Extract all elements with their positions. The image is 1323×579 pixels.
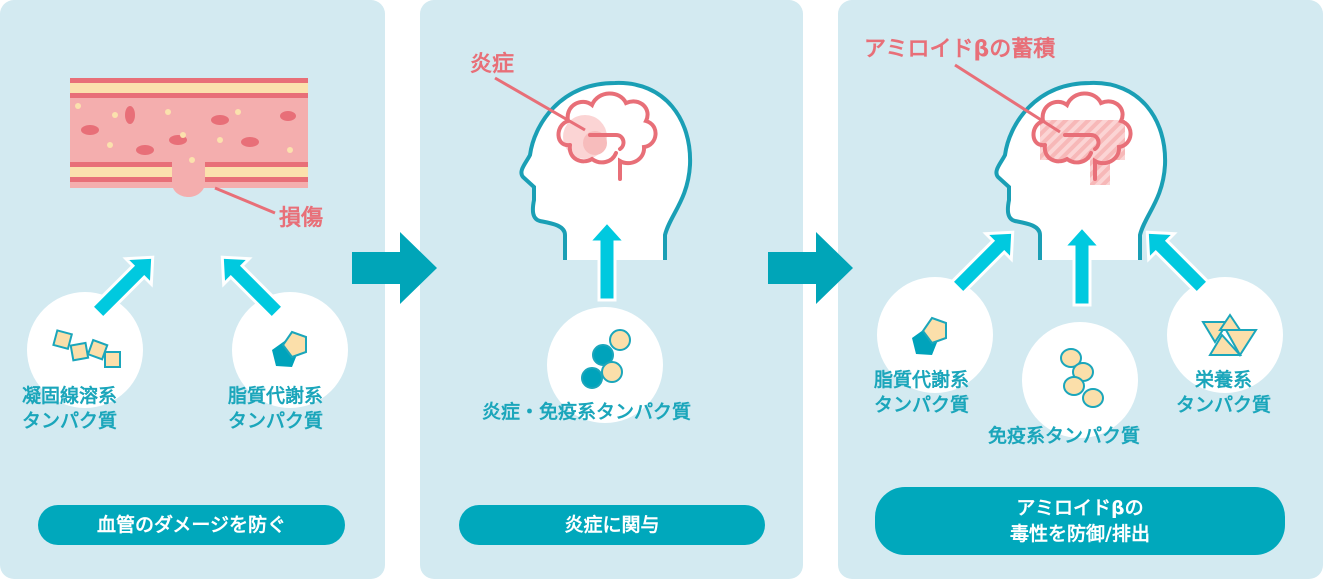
caption-immune: 炎症・免疫系タンパク質 [482, 401, 692, 423]
immune-protein-icon [581, 329, 631, 389]
flow-arrow-icon [768, 232, 853, 304]
immune-protein-icon [1060, 348, 1104, 408]
caption-line: タンパク質 [22, 410, 118, 432]
caption-line: タンパク質 [1176, 394, 1272, 416]
coagulation-protein-icon [52, 329, 121, 368]
blood-vessel-icon [70, 78, 308, 198]
caption-line: タンパク質 [228, 410, 324, 432]
arrow-up-right-icon [943, 218, 1027, 302]
caption-line: 脂質代謝系 [874, 369, 970, 391]
amyloid-pointer [954, 63, 1061, 134]
caption-line: 脂質代謝系 [228, 385, 324, 407]
caption-line: 凝固線溶系 [22, 385, 118, 407]
pill-inflammation: 炎症に関与 [459, 505, 765, 545]
lipid-protein-icon [912, 316, 947, 355]
caption-coagulation: 凝固線溶系タンパク質 [22, 384, 117, 434]
damage-pointer [214, 186, 276, 215]
pill-line: 毒性を防御/排出 [1010, 523, 1150, 545]
inflammation-pointer [494, 76, 586, 132]
pill-line: アミロイドβの [1016, 497, 1144, 519]
caption-nutrition: 栄養系タンパク質 [1176, 368, 1271, 418]
caption-line: タンパク質 [874, 394, 970, 416]
caption-lipid: 脂質代謝系タンパク質 [874, 368, 969, 418]
pill-prevent-vessel-damage: 血管のダメージを防ぐ [38, 505, 345, 545]
caption-lipid: 脂質代謝系タンパク質 [228, 384, 323, 434]
amyloid-label: アミロイドβの蓄積 [864, 37, 1056, 62]
arrow-up-left-icon [1133, 218, 1217, 302]
flow-arrow-icon [352, 232, 437, 304]
lipid-protein-icon [272, 330, 307, 367]
nutrition-protein-icon [1201, 313, 1258, 357]
pill-amyloid-defense: アミロイドβの毒性を防御/排出 [875, 487, 1285, 555]
inflammation-label: 炎症 [470, 52, 515, 77]
head-icon [519, 80, 693, 262]
caption-immune: 免疫系タンパク質 [988, 425, 1141, 447]
caption-line: 栄養系 [1195, 369, 1253, 391]
damage-label: 損傷 [279, 206, 324, 231]
